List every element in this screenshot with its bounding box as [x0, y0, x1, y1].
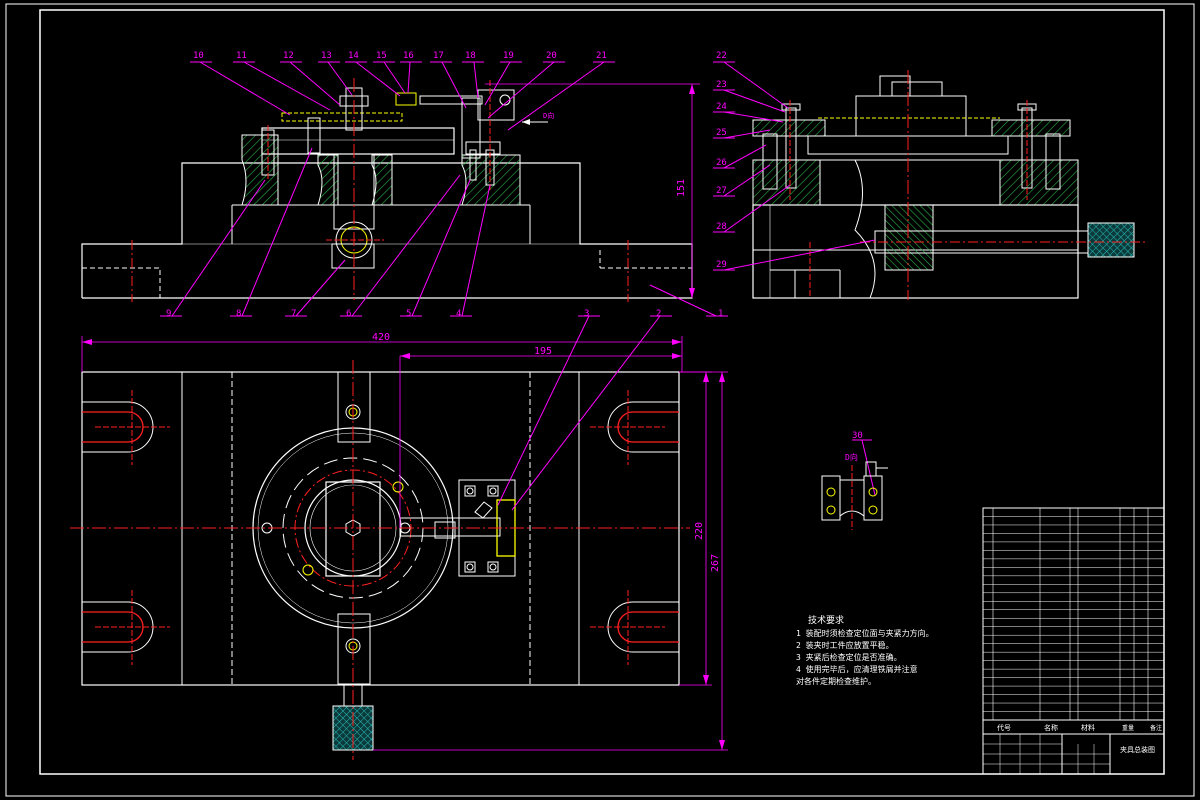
- callout-label: 19: [503, 51, 514, 61]
- outer-sheet-border: [5, 3, 1195, 797]
- callout-label: 16: [403, 51, 414, 61]
- callout-label: 14: [348, 51, 359, 61]
- drawing-frame: [39, 9, 1165, 775]
- detail-caption: D向: [845, 452, 858, 462]
- arrow-caption: D向: [543, 111, 554, 120]
- callout-label: 28: [716, 222, 727, 232]
- notes-line: 对各件定期检查维护。: [796, 676, 876, 686]
- notes-heading: 技术要求: [808, 614, 844, 626]
- callout-label: 20: [546, 51, 557, 61]
- callout-label: 29: [716, 260, 727, 270]
- technical-notes: 技术要求 1 装配时须检查定位面与夹紧力方向。 2 装夹时工件应放置平稳。 3 …: [796, 614, 934, 686]
- plan-view: 420 195 220 267 3 2: [70, 309, 728, 760]
- callout-label: 7: [291, 309, 296, 319]
- header-weight: 重量: [1122, 724, 1134, 732]
- drawing-name: 夹具总装图: [1120, 745, 1155, 754]
- callout-label: 6: [346, 309, 351, 319]
- callout-label: 21: [596, 51, 607, 61]
- callout-label: 8: [236, 309, 241, 319]
- header-material: 材料: [1081, 723, 1095, 732]
- header-code: 代号: [997, 723, 1011, 732]
- dim-width-partial: 195: [534, 346, 552, 357]
- detail-label: 30: [852, 431, 863, 441]
- callout-label: 1: [718, 309, 723, 319]
- dim-width-total: 420: [372, 332, 390, 343]
- callout-label: 4: [456, 309, 461, 319]
- dim-depth-inner: 220: [694, 522, 705, 540]
- callout-label: 17: [433, 51, 444, 61]
- callout-label: 10: [193, 51, 204, 61]
- callout-label: 25: [716, 128, 727, 138]
- callout-label: 26: [716, 158, 727, 168]
- callout-label: 22: [716, 51, 727, 61]
- header-note: 备注: [1150, 724, 1162, 732]
- header-name: 名称: [1044, 723, 1058, 732]
- bottom-leader-labels: 9 8 7 6 5 4 1: [160, 147, 728, 319]
- detail-d-view: 30 D向: [821, 431, 888, 530]
- callout-label: 2: [656, 309, 661, 319]
- dim-height: 151: [676, 179, 687, 197]
- top-leader-labels: 10 11 12 13 14 15 16 17 18 19 20 21: [190, 51, 615, 131]
- notes-line: 4 使用完毕后，应清理铁屑并注意: [796, 664, 918, 674]
- notes-line: 3 夹紧后检查定位是否准确。: [796, 652, 902, 662]
- dim-depth-total: 267: [710, 554, 721, 572]
- callout-label: 12: [283, 51, 294, 61]
- callout-label: 27: [716, 186, 727, 196]
- callout-label: 24: [716, 102, 727, 112]
- side-section-view: [752, 70, 1145, 300]
- callout-label: 9: [166, 309, 171, 319]
- callout-label: 11: [236, 51, 247, 61]
- notes-line: 1 装配时须检查定位面与夹紧力方向。: [796, 628, 934, 638]
- callout-label: 5: [406, 309, 411, 319]
- callout-label: 13: [321, 51, 332, 61]
- callout-label: 3: [584, 309, 589, 319]
- title-block: 代号 名称 材料 重量 备注 夹具总装图: [982, 719, 1165, 775]
- notes-line: 2 装夹时工件应放置平稳。: [796, 640, 894, 650]
- callout-label: 15: [376, 51, 387, 61]
- callout-label: 18: [465, 51, 476, 61]
- side-leader-labels: 22 23 24 25 26 27 28 29: [713, 51, 876, 271]
- callout-label: 23: [716, 80, 727, 90]
- front-section-view: D向 151: [81, 78, 700, 302]
- parts-list-table: [982, 507, 1165, 721]
